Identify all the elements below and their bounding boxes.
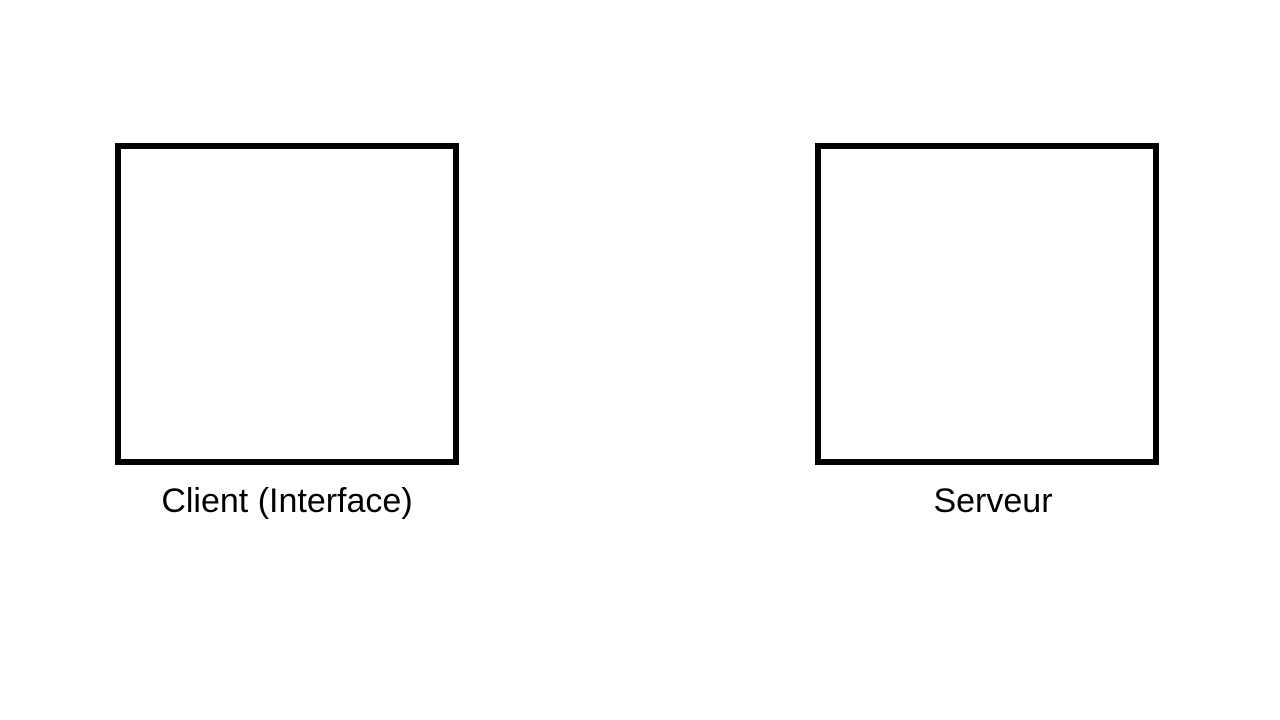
client-box: [115, 143, 459, 465]
server-box: [815, 143, 1159, 465]
client-label: Client (Interface): [161, 482, 413, 520]
server-label: Serveur: [933, 482, 1053, 520]
